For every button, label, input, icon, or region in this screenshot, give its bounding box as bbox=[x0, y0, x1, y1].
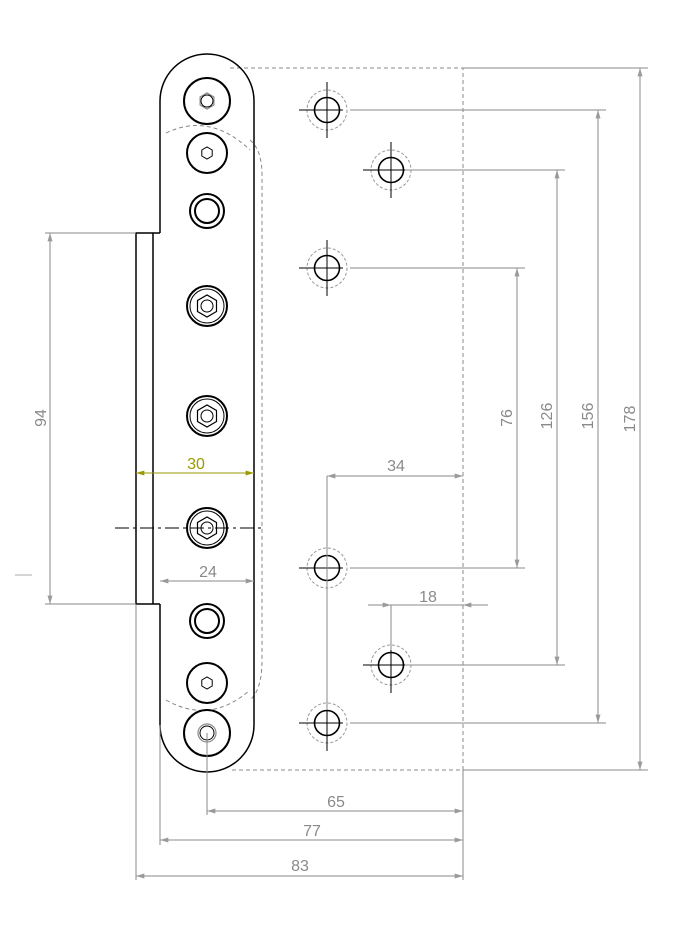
screw-ring-icon bbox=[189, 603, 225, 639]
hinge-leaf bbox=[135, 53, 255, 773]
dim-34: 34 bbox=[387, 458, 405, 475]
mounting-hole-icon bbox=[363, 142, 412, 198]
screw-nut-icon bbox=[186, 285, 228, 327]
dim-76: 76 bbox=[499, 409, 516, 427]
mounting-hole-icon bbox=[363, 637, 412, 693]
mounting-hole-icon bbox=[299, 240, 348, 296]
mounting-hole-icon bbox=[299, 695, 348, 751]
dim-65: 65 bbox=[327, 794, 345, 811]
dim-30: 30 bbox=[187, 456, 205, 473]
dim-18: 18 bbox=[419, 589, 437, 606]
mounting-plate bbox=[230, 67, 464, 771]
screws bbox=[183, 77, 231, 757]
screw-nut-icon bbox=[186, 507, 228, 549]
screw-hex-icon bbox=[186, 662, 228, 704]
mounting-holes bbox=[299, 82, 412, 751]
screw-nut-icon bbox=[186, 395, 228, 437]
dim-77: 77 bbox=[303, 823, 321, 840]
dim-156: 156 bbox=[580, 403, 597, 430]
dim-126: 126 bbox=[539, 403, 556, 430]
dim-94: 94 bbox=[33, 409, 50, 427]
screw-ring-icon bbox=[189, 193, 225, 229]
dimension-lines bbox=[45, 67, 648, 880]
mounting-hole-icon bbox=[299, 82, 348, 138]
dim-178: 178 bbox=[622, 406, 639, 433]
dim-24: 24 bbox=[199, 564, 217, 581]
mounting-hole-icon bbox=[299, 540, 348, 596]
screw-hex-icon bbox=[186, 132, 228, 174]
dim-83: 83 bbox=[291, 858, 309, 875]
screw-big-icon bbox=[183, 77, 231, 125]
